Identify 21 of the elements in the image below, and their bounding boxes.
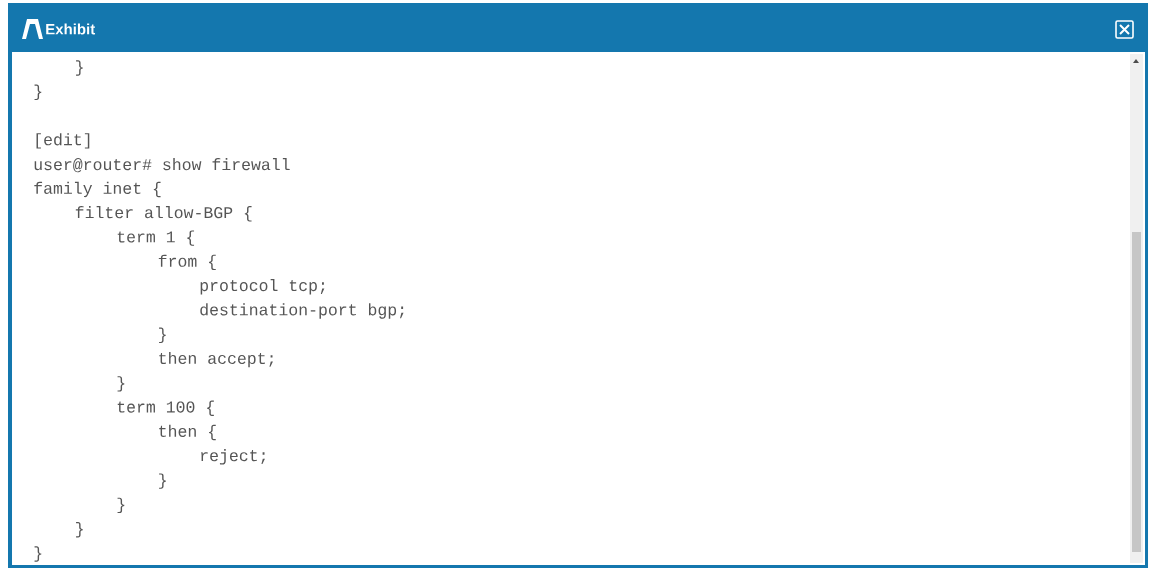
code-line: } — [159, 473, 166, 489]
code-line: } — [34, 84, 42, 100]
code-line: } — [76, 60, 83, 76]
code-line: then { — [159, 424, 216, 441]
code-line: term 100 { — [117, 400, 214, 416]
code-line: filter allow-BGP { — [75, 206, 252, 222]
code-line: user@router# show firewall — [34, 158, 290, 173]
code-line: } — [159, 327, 166, 343]
code-line: from { — [158, 254, 216, 271]
window-title: Exhibit — [46, 23, 96, 35]
code-line: reject; — [201, 449, 265, 465]
code-line: } — [117, 497, 125, 514]
code-line: destination-port bgp; — [200, 303, 404, 319]
code-line: } — [34, 546, 42, 562]
code-line: family inet { — [34, 181, 161, 198]
code-line: term 1 { — [117, 230, 195, 246]
code-line: [edit] — [36, 133, 90, 149]
code-line: then accept; — [159, 351, 273, 368]
code-line: protocol tcp; — [200, 279, 325, 295]
code-line: } — [76, 522, 83, 538]
code-line: } — [117, 376, 125, 392]
